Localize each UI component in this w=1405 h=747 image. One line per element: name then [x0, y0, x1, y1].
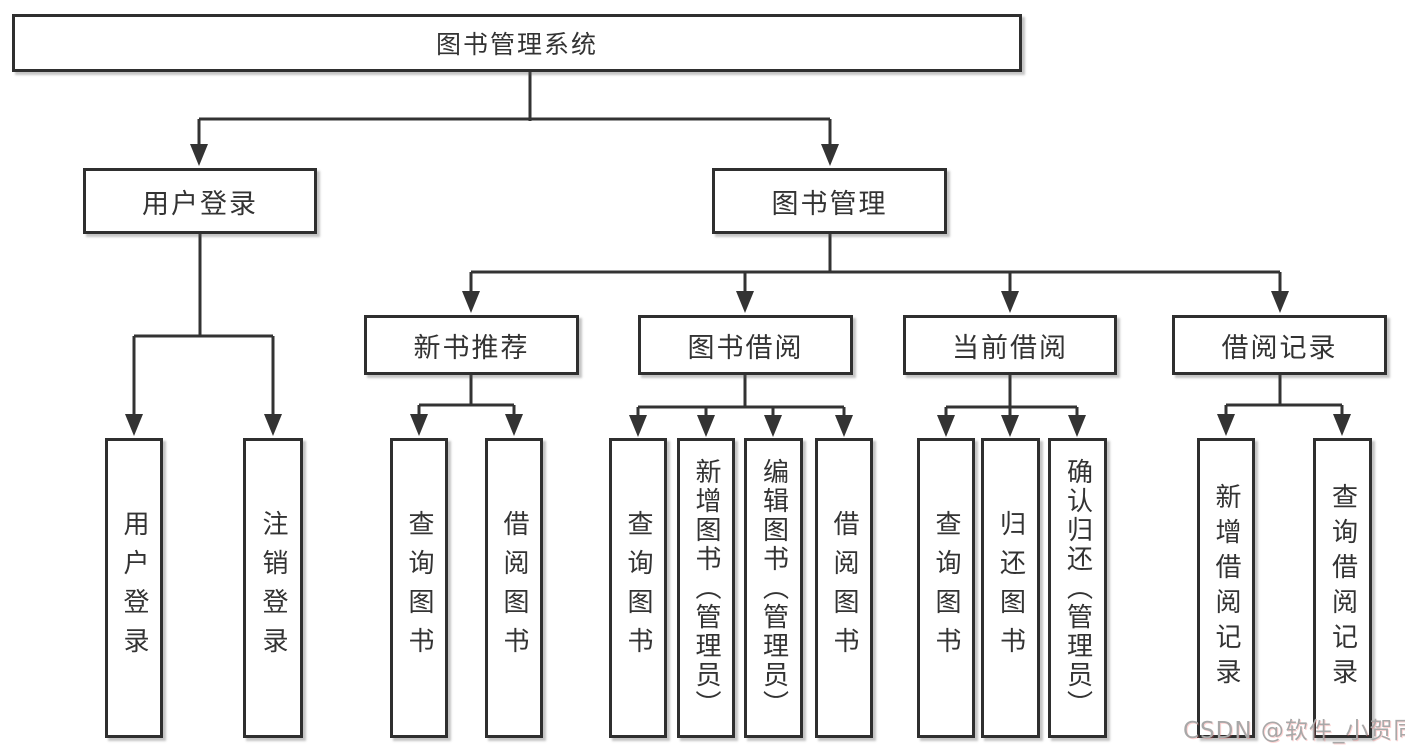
leaf-user-login: 用户登录 [105, 438, 163, 738]
node-user-login: 用户登录 [83, 168, 317, 234]
leaf-current-query-books: 查询图书 [917, 438, 975, 738]
leaf-borrowing-borrow-books: 借阅图书 [815, 438, 873, 738]
node-current-borrowing: 当前借阅 [903, 315, 1117, 375]
leaf-borrowing-edit-books-admin: 编辑图书（管理员） [744, 438, 803, 738]
leaf-logout: 注销登录 [243, 438, 303, 738]
leaf-current-confirm-return-admin: 确认归还（管理员） [1048, 438, 1107, 738]
leaf-recommend-borrow-books: 借阅图书 [485, 438, 543, 738]
leaf-records-query-record: 查询借阅记录 [1313, 438, 1372, 738]
node-book-borrowing: 图书借阅 [638, 315, 853, 375]
node-library-system: 图书管理系统 [12, 14, 1022, 72]
node-borrowing-records: 借阅记录 [1172, 315, 1387, 375]
watermark: CSDN @软件_小贺同学 [1183, 718, 1405, 744]
connector-strokes [132, 71, 1344, 417]
leaf-current-return-books: 归还图书 [981, 438, 1040, 738]
leaf-records-add-record: 新增借阅记录 [1197, 438, 1255, 738]
node-book-management: 图书管理 [712, 168, 947, 234]
leaf-recommend-query-books: 查询图书 [390, 438, 448, 738]
leaf-borrowing-query-books: 查询图书 [609, 438, 667, 738]
node-new-book-recommend: 新书推荐 [364, 315, 579, 375]
leaf-borrowing-add-books-admin: 新增图书（管理员） [677, 438, 735, 738]
